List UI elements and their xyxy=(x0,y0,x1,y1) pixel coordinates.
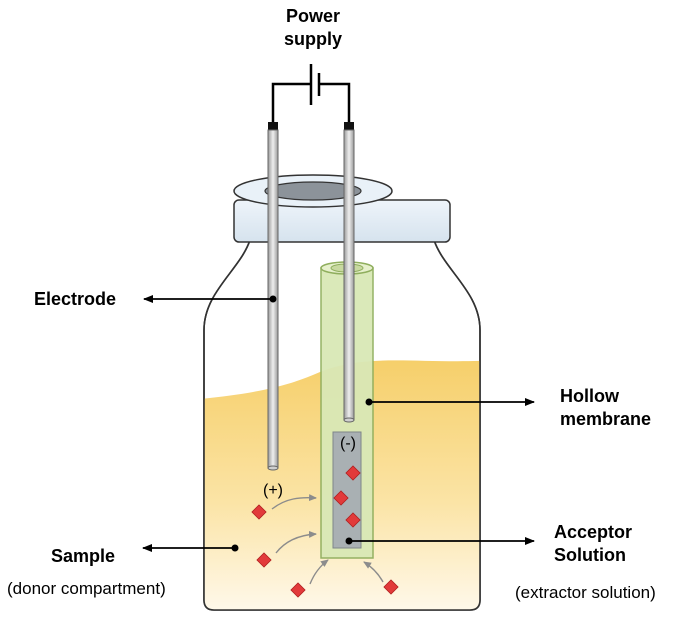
negative-sign: (-) xyxy=(340,435,356,452)
diamond-icon xyxy=(345,465,361,481)
acceptor-solution xyxy=(332,431,362,549)
sample-sublabel: (donor compartment) xyxy=(7,579,166,598)
acceptor-sublabel: (extractor solution) xyxy=(515,583,656,602)
hollow-label-line2: membrane xyxy=(560,409,651,429)
wire-right xyxy=(319,82,351,124)
diamond-icon xyxy=(333,490,349,506)
diamond-icon xyxy=(383,579,399,595)
hollow-label-line1: Hollow xyxy=(560,386,620,406)
diffusion-arrows xyxy=(271,494,384,585)
electrode-negative xyxy=(343,129,355,421)
analytes xyxy=(251,465,399,598)
acceptor-pointer xyxy=(345,537,535,545)
curved-arrow-icon xyxy=(275,530,317,554)
jar-cap xyxy=(233,174,451,243)
acceptor-label-line2: Solution xyxy=(554,545,626,565)
curved-arrow-icon xyxy=(309,559,329,585)
power-label-line1: Power xyxy=(286,6,340,26)
diamond-icon xyxy=(290,582,306,598)
curved-arrow-icon xyxy=(363,561,384,583)
curved-arrow-icon xyxy=(271,494,317,510)
electrode-label: Electrode xyxy=(34,289,116,309)
diamond-icon xyxy=(256,552,272,568)
terminal-left xyxy=(268,122,278,130)
power-label-line2: supply xyxy=(284,29,342,49)
battery-icon xyxy=(309,64,321,105)
sample-pointer xyxy=(142,544,239,552)
electrode-pointer xyxy=(143,295,277,303)
diamond-icon xyxy=(251,504,267,520)
positive-sign: (+) xyxy=(263,482,283,499)
wire-left xyxy=(271,82,311,124)
diamond-icon xyxy=(345,512,361,528)
acceptor-label-line1: Acceptor xyxy=(554,522,632,542)
hollow-membrane-pointer xyxy=(365,398,535,406)
power-supply-label: Power supply xyxy=(284,6,342,49)
terminal-right xyxy=(344,122,354,130)
sample-label: Sample xyxy=(51,546,115,566)
